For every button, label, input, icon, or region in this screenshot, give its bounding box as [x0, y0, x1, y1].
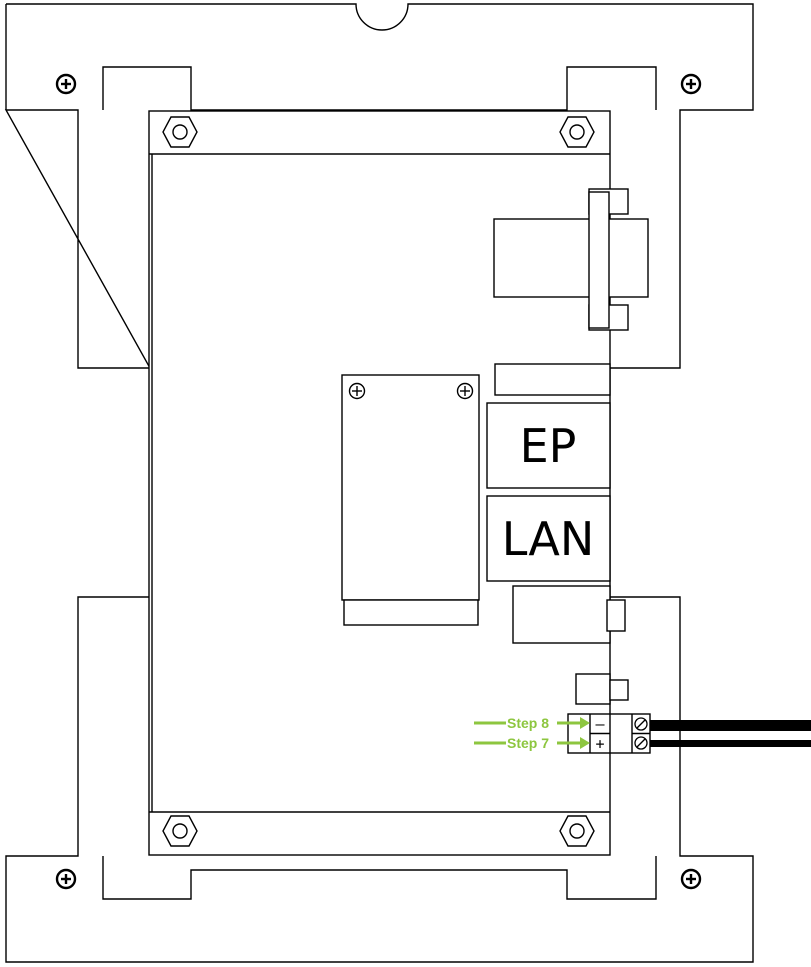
ep-port-label: EP — [520, 419, 577, 473]
module-screw-icon — [348, 382, 366, 400]
module-card — [341, 374, 480, 626]
mount-screw-icon — [55, 868, 77, 890]
power-wire-positive — [650, 740, 811, 747]
small-component — [575, 673, 629, 705]
mount-screw-icon — [680, 73, 702, 95]
terminal-minus-label: – — [595, 715, 605, 733]
step-7-label: Step 7 — [507, 735, 549, 751]
header-strip — [494, 363, 611, 396]
standoff-bottom-right-icon — [559, 815, 595, 847]
mount-screw-icon — [55, 73, 77, 95]
standoff-top-left-icon — [162, 116, 198, 148]
lan-port-label: LAN — [502, 512, 595, 566]
ep-port — [486, 402, 611, 489]
step-8-label: Step 8 — [507, 715, 549, 731]
lan-port — [486, 495, 611, 582]
serial-connector — [493, 188, 649, 331]
power-jack — [512, 585, 626, 644]
step-8-callout — [474, 717, 590, 729]
standoff-top-right-icon — [559, 116, 595, 148]
terminal-screw-icon — [634, 717, 648, 731]
module-screw-icon — [456, 382, 474, 400]
step-7-callout — [474, 737, 590, 749]
standoff-bottom-left-icon — [162, 815, 198, 847]
bracket-bottom-notch — [102, 856, 657, 900]
power-wire-negative — [650, 720, 811, 731]
terminal-screw-icon — [634, 736, 648, 750]
mount-screw-icon — [680, 868, 702, 890]
terminal-plus-label: + — [595, 735, 604, 753]
bracket-top-notch — [102, 66, 657, 111]
